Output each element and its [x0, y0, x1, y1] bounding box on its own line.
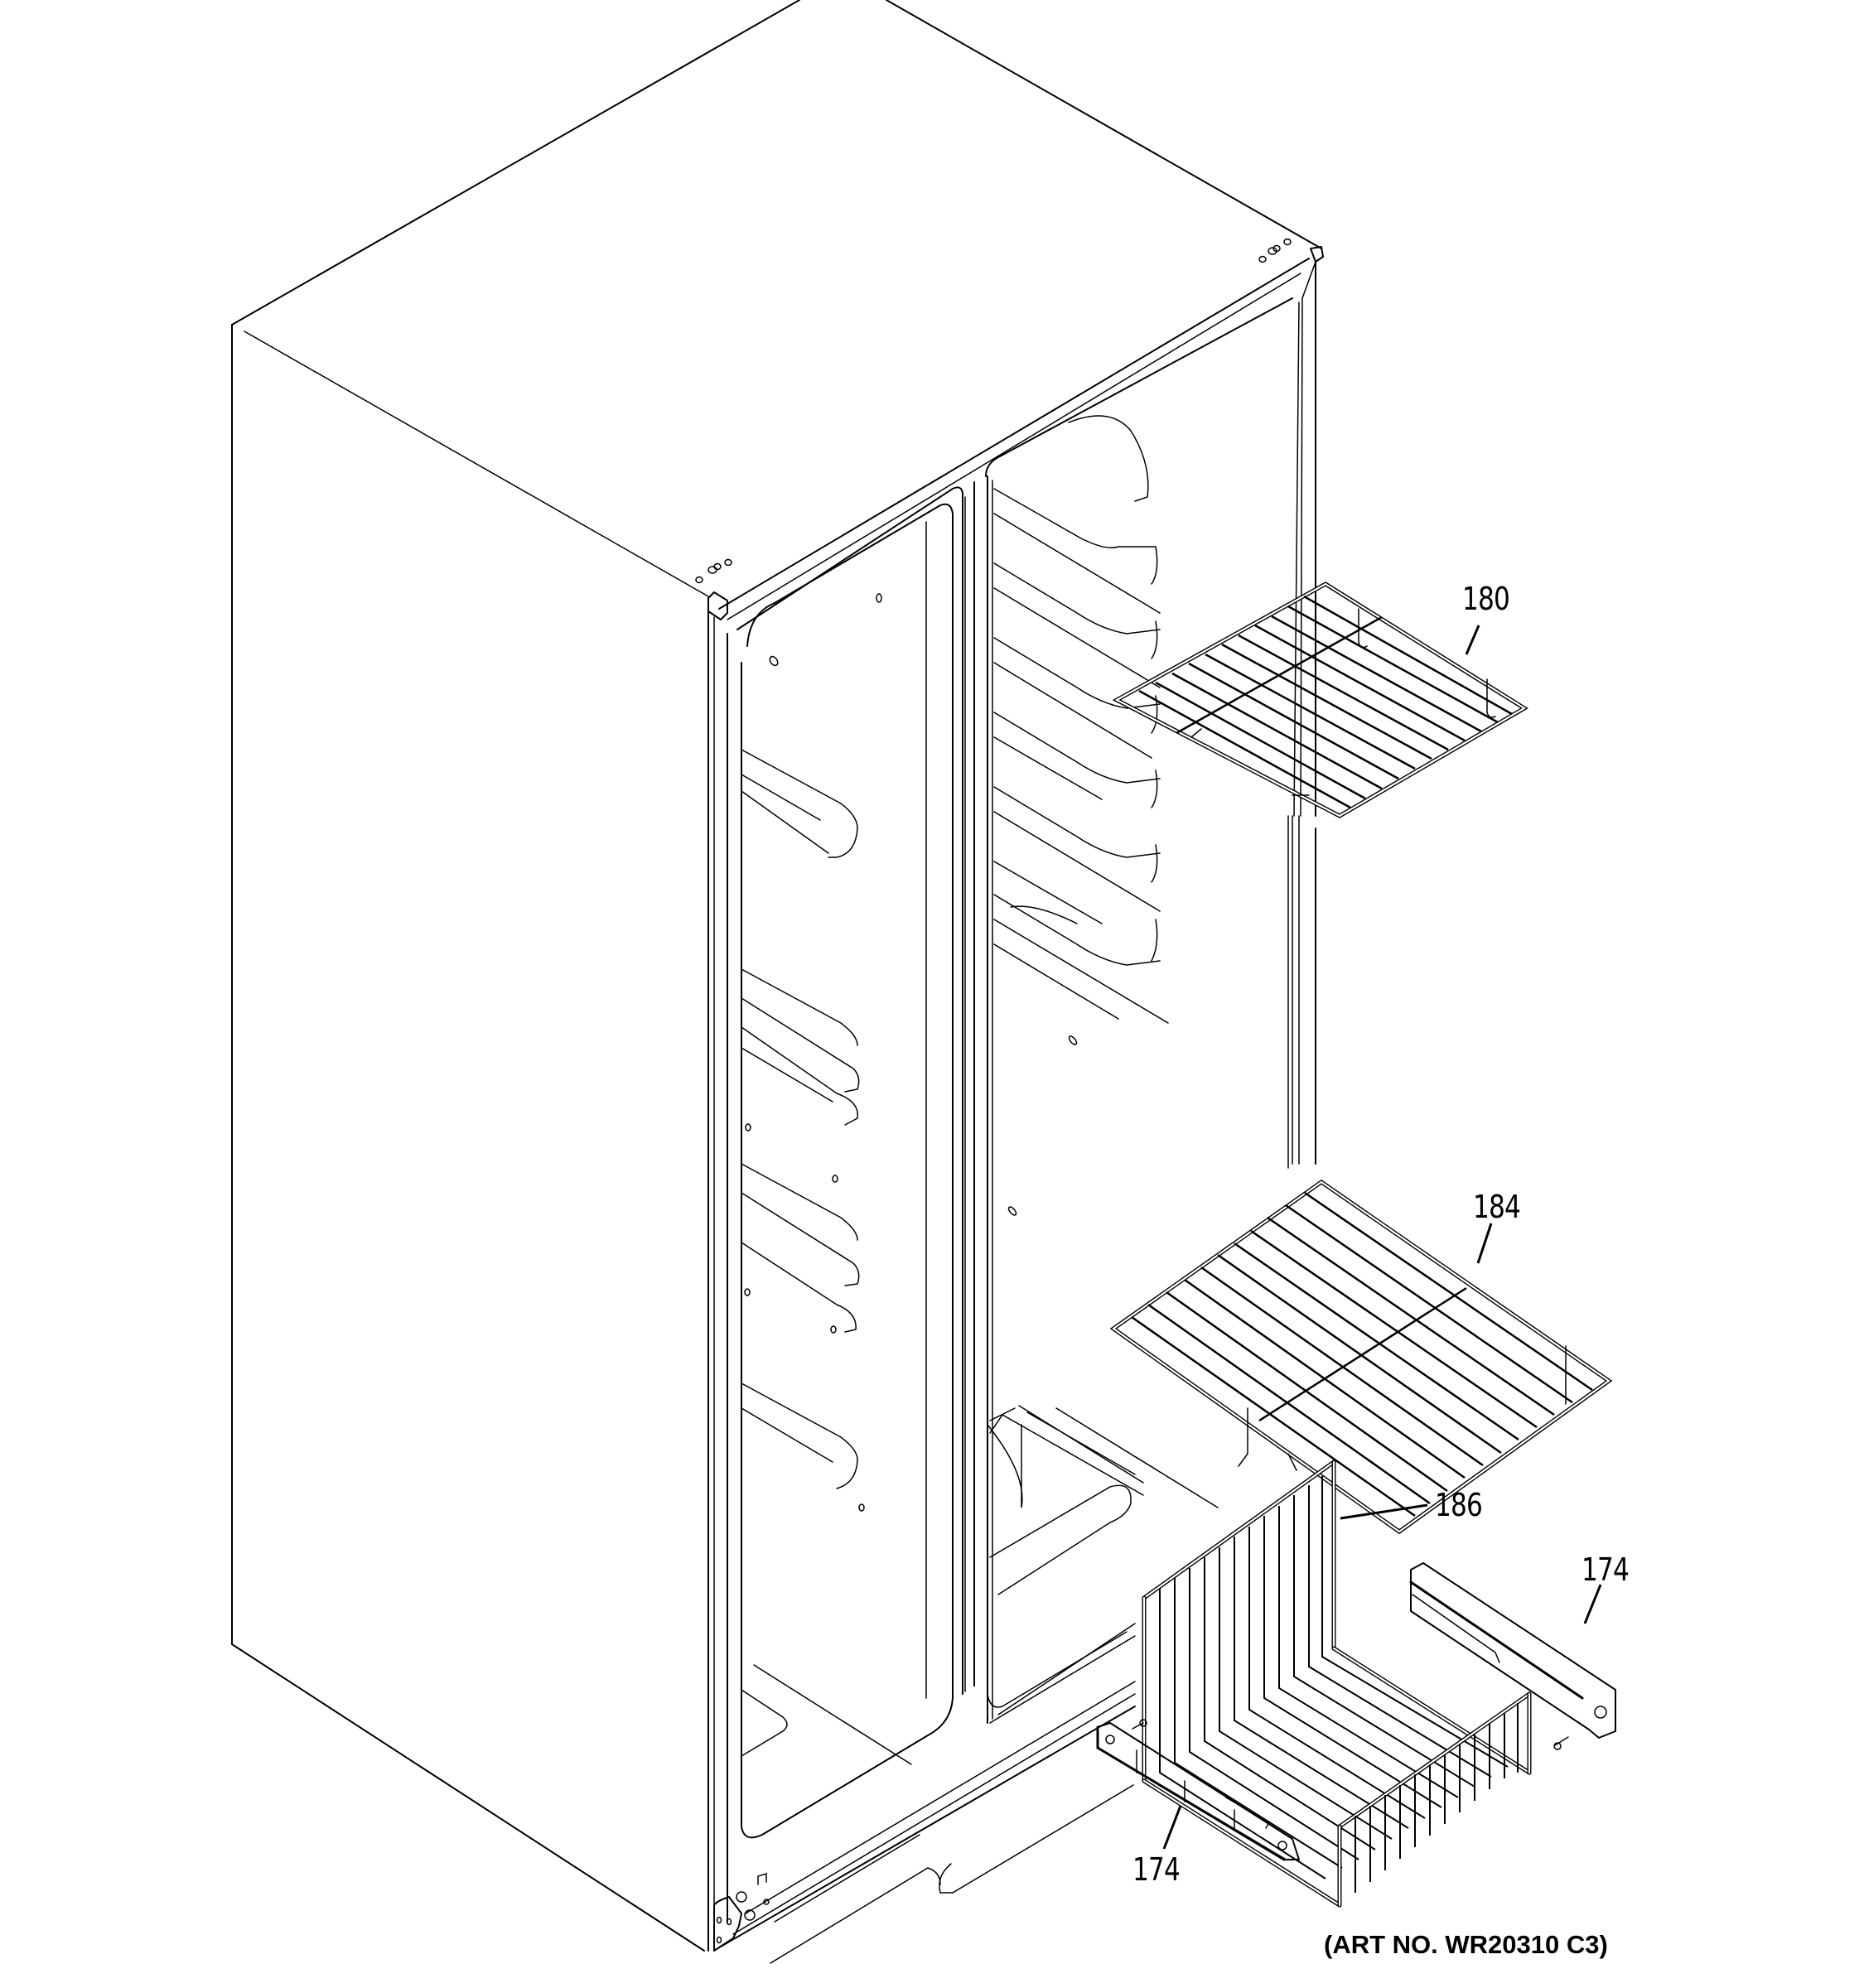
leader-lines [1162, 625, 1602, 1850]
mullion [962, 481, 975, 1695]
freezer-liner [770, 297, 1293, 1964]
callout-174-left: 174 [1132, 1851, 1181, 1888]
freezer-shelf-180 [1112, 581, 1528, 818]
lower-hinge [713, 1872, 770, 1952]
freezer-basket-186 [1142, 1460, 1532, 1908]
cabinet-shell [231, 0, 1324, 1952]
callout-180: 180 [1462, 581, 1510, 617]
shelf-ladder-ribs [993, 415, 1169, 1024]
callout-186: 186 [1435, 1487, 1483, 1523]
fresh-food-liner [727, 486, 963, 1923]
basket-slide-174-left [1096, 1719, 1300, 1861]
basket-slide-174-right [1409, 1562, 1616, 1750]
art-number: (ART NO. WR20310 C3) [1324, 1930, 1608, 1959]
callout-184: 184 [1473, 1189, 1521, 1225]
door-bin-shelves-left [741, 749, 860, 1489]
freezer-shelf-184 [1109, 1179, 1613, 1535]
callout-174-right: 174 [1582, 1551, 1630, 1588]
